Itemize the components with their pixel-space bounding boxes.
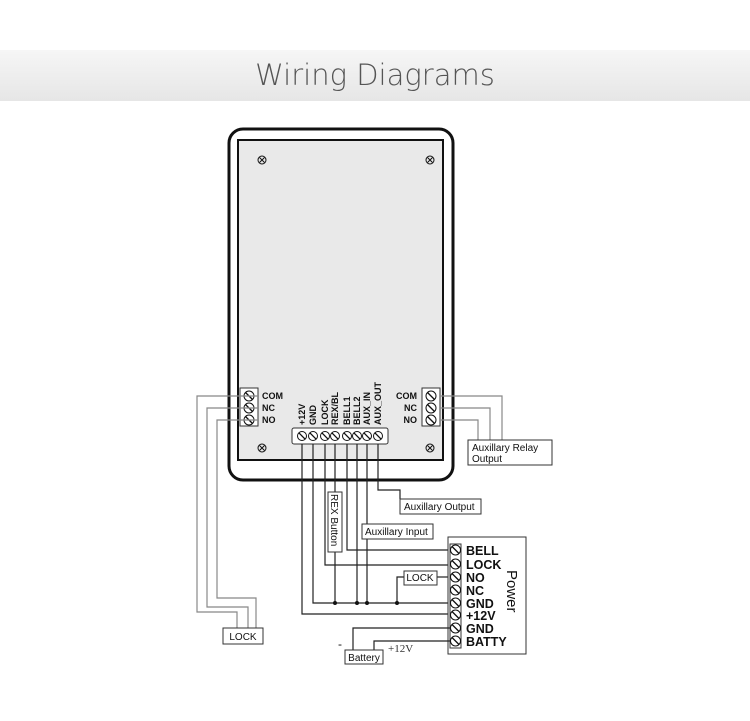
mounting-screws <box>257 155 435 453</box>
power-terminal-label: +12V <box>466 609 496 623</box>
aux-input-box <box>361 523 434 540</box>
power-terminal-screw-icon <box>450 622 461 634</box>
terminal-label: BELL2 <box>352 396 362 425</box>
lock-left-label: LOCK <box>229 632 257 643</box>
terminal-label: +12V <box>297 404 307 425</box>
terminal-screw-icon <box>308 431 318 441</box>
aux-output-label: Auxillary Output <box>404 502 475 513</box>
right-relay-nc: NC <box>404 403 417 413</box>
left-relay-com: COM <box>262 391 283 401</box>
terminal-screw-icon <box>362 431 372 441</box>
mount-screw-icon <box>425 155 435 165</box>
terminal-screw-icon <box>425 414 437 426</box>
terminal-screw-icon <box>320 431 330 441</box>
terminal-label: AUX_OUT <box>373 381 383 425</box>
power-terminal-screw-icon <box>450 609 461 621</box>
power-terminal-screw-icon <box>450 597 461 609</box>
power-terminal-screw-icon <box>450 584 461 596</box>
terminal-screw-icon <box>297 431 307 441</box>
power-terminal-label: NO <box>466 571 485 585</box>
rex-button-box <box>327 491 343 553</box>
power-terminal-label: GND <box>466 622 494 636</box>
terminal-label: REX/BL <box>330 391 340 425</box>
rex-button-label: REX Button <box>328 494 339 546</box>
right-relay-no: NO <box>404 415 418 425</box>
terminal-screw-icon <box>425 402 437 414</box>
aux-input-label: Auxillary Input <box>365 527 428 538</box>
mount-screw-icon <box>257 443 267 453</box>
terminal-screw-icon <box>352 431 362 441</box>
power-terminal-label: BELL <box>466 544 499 558</box>
power-terminal-screw-icon <box>450 571 461 583</box>
terminal-label: AUX_IN <box>362 392 372 425</box>
terminal-screw-icon <box>330 431 340 441</box>
terminal-label: GND <box>308 405 318 426</box>
aux-relay-label-2: Output <box>472 454 502 465</box>
terminal-screw-icon <box>342 431 352 441</box>
controller-panel <box>237 139 444 461</box>
lock-box-left <box>222 627 264 645</box>
power-terminal-label: LOCK <box>466 558 501 572</box>
aux-output-box <box>399 498 482 515</box>
battery-plus: +12V <box>388 643 413 655</box>
terminal-label: BELL1 <box>342 396 352 425</box>
power-terminal-screw-icon <box>450 544 461 556</box>
title-banner <box>0 50 750 101</box>
power-terminal-label: GND <box>466 597 494 611</box>
power-terminal-screw-icon <box>450 635 461 647</box>
terminal-screw-icon <box>373 431 383 441</box>
power-title: Power <box>503 570 520 613</box>
right-relay-com: COM <box>396 391 417 401</box>
power-terminal-label: NC <box>466 584 484 598</box>
terminal-screw-icon <box>425 390 437 402</box>
left-relay-nc: NC <box>262 403 275 413</box>
mount-screw-icon <box>425 443 435 453</box>
aux-relay-label-1: Auxillary Relay <box>472 443 538 454</box>
battery-label: Battery <box>348 653 380 664</box>
terminal-label: LOCK <box>320 399 330 425</box>
aux-relay-output-box <box>467 439 553 466</box>
page-title: Wiring Diagrams <box>255 58 495 92</box>
lock-power-label: LOCK <box>406 573 434 584</box>
mount-screw-icon <box>257 155 267 165</box>
power-terminal-label: BATTY <box>466 635 507 649</box>
lock-box-power <box>403 570 438 586</box>
battery-box <box>344 649 384 665</box>
left-relay-no: NO <box>262 415 276 425</box>
battery-minus: - <box>338 637 342 651</box>
power-terminal-screw-icon <box>450 558 461 570</box>
